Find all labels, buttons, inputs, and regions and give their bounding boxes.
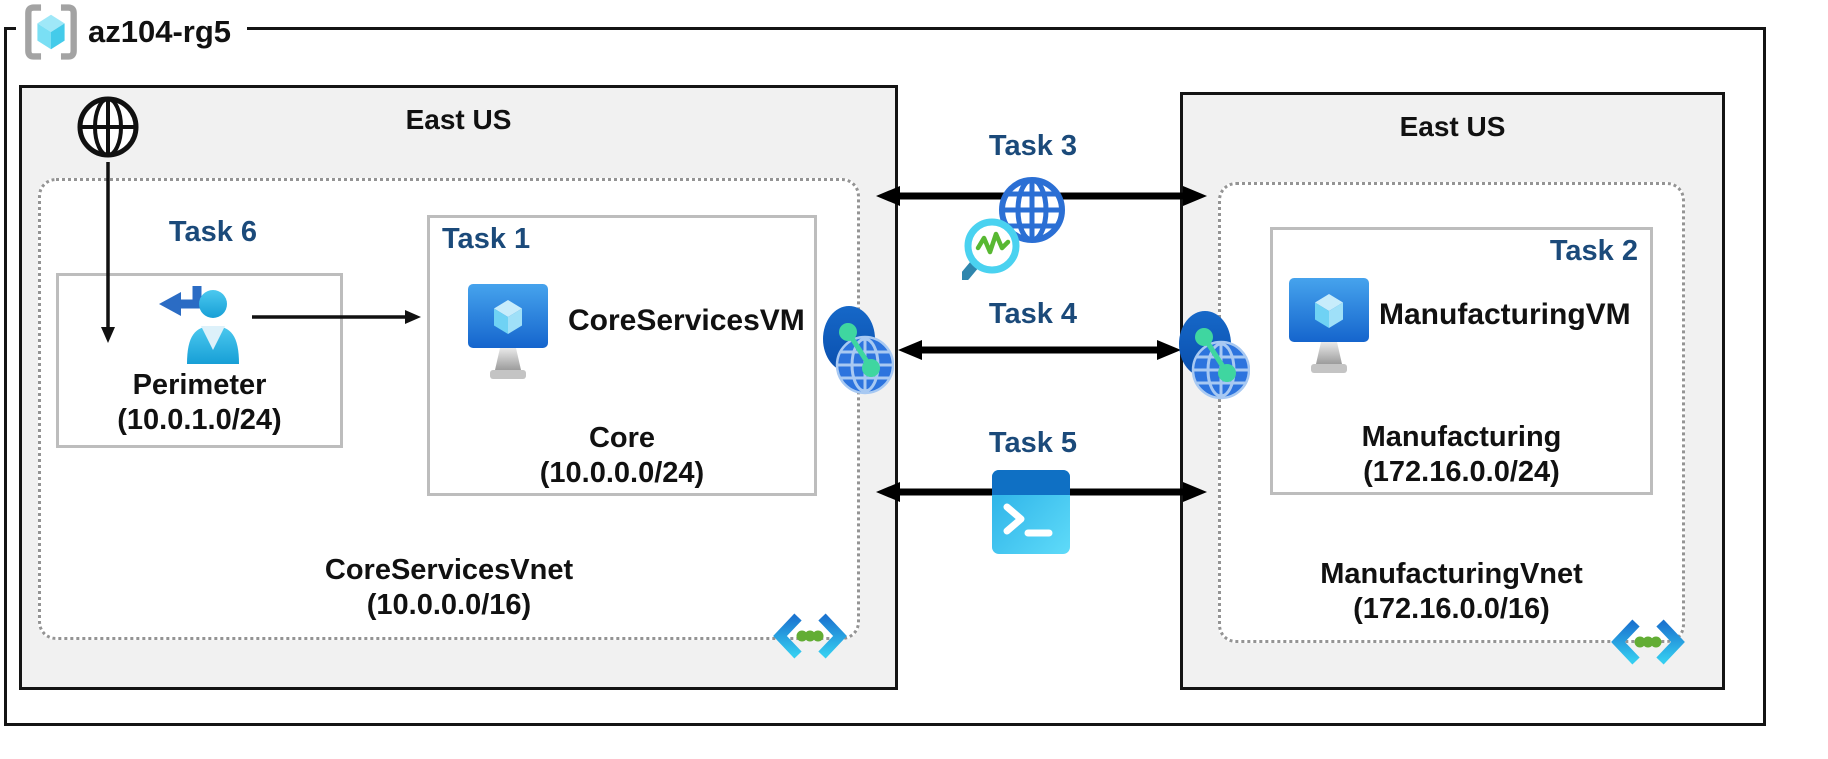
task5-label: Task 5 xyxy=(988,427,1078,459)
vnet-peering-icon-left xyxy=(823,306,894,395)
sign-in-user-icon xyxy=(159,286,239,364)
resource-group-icon xyxy=(25,4,77,60)
core-services-vnet-label: CoreServicesVnet (10.0.0.0/16) xyxy=(41,553,857,623)
network-watcher-icon xyxy=(962,177,1065,280)
resource-group-label: az104-rg5 xyxy=(16,2,248,62)
manufacturing-vnet-name: ManufacturingVnet xyxy=(1320,558,1583,590)
virtual-network-icon-right xyxy=(1611,619,1685,665)
cloud-shell-icon xyxy=(992,470,1070,554)
core-vm-icon xyxy=(468,284,548,379)
manufacturing-vnet-cidr: (172.16.0.0/16) xyxy=(1353,593,1550,625)
task1-label: Task 1 xyxy=(442,223,531,255)
perimeter-subnet-name: Perimeter xyxy=(132,369,267,401)
core-services-vnet-cidr: (10.0.0.0/16) xyxy=(366,589,532,621)
perimeter-subnet-cidr: (10.0.1.0/24) xyxy=(117,404,282,436)
manufacturing-subnet-cidr: (172.16.0.0/24) xyxy=(1363,456,1560,488)
region-left-title: East US xyxy=(405,104,512,135)
task2-label: Task 2 xyxy=(1549,235,1638,267)
core-subnet-cidr: (10.0.0.0/24) xyxy=(539,457,705,489)
core-services-vnet-name: CoreServicesVnet xyxy=(324,554,574,586)
manufacturing-vm-icon xyxy=(1289,278,1369,373)
manufacturing-vm-name: ManufacturingVM xyxy=(1379,298,1631,331)
core-vm-name: CoreServicesVM xyxy=(568,304,805,337)
internet-globe-icon xyxy=(77,96,139,158)
manufacturing-subnet-label: Manufacturing (172.16.0.0/24) xyxy=(1273,420,1650,490)
manufacturing-subnet-name: Manufacturing xyxy=(1361,421,1562,453)
manufacturing-subnet-box: Task 2 ManufacturingVM Manufacturing (17… xyxy=(1270,227,1653,495)
core-subnet-name: Core xyxy=(588,422,656,454)
manufacturing-vnet-label: ManufacturingVnet (172.16.0.0/16) xyxy=(1221,557,1682,627)
vnet-peering-icon-right xyxy=(1179,311,1250,400)
task3-label: Task 3 xyxy=(988,130,1078,162)
perimeter-subnet-label: Perimeter (10.0.1.0/24) xyxy=(59,368,340,438)
core-subnet-label: Core (10.0.0.0/24) xyxy=(430,421,814,491)
perimeter-subnet-box: Perimeter (10.0.1.0/24) xyxy=(56,273,343,448)
region-right-title: East US xyxy=(1399,111,1506,142)
virtual-network-icon-left xyxy=(773,613,847,659)
task4-label: Task 4 xyxy=(988,298,1078,330)
task6-label: Task 6 xyxy=(168,216,258,248)
resource-group-name: az104-rg5 xyxy=(88,14,232,49)
core-subnet-box: Task 1 CoreServicesVM Core (10.0.0.0/24) xyxy=(427,215,817,496)
